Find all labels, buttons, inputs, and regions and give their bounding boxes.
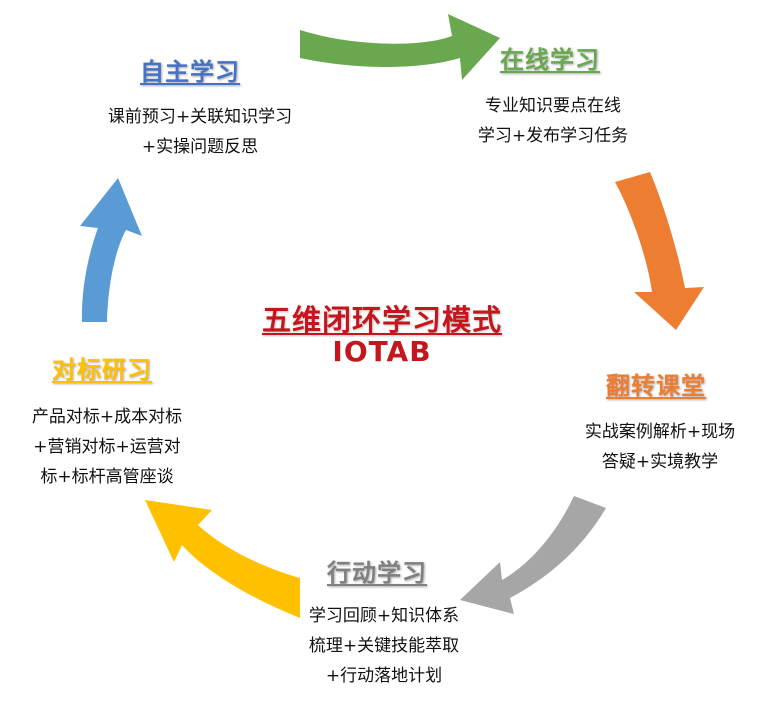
stage-flip-line: 实战案例解析+现场 (584, 422, 736, 442)
stage-online-line: 学习+发布学习任务 (477, 126, 629, 146)
stage-benchmark-line: 标+标杆高管座谈 (40, 467, 174, 487)
stage-action-desc: 学习回顾+知识体系 梳理+关键技能萃取 +行动落地计划 (296, 601, 472, 691)
stage-flip-title: 翻转课堂 (606, 372, 706, 400)
arrow-online-to-flip (615, 172, 704, 330)
stage-benchmark-desc: 产品对标+成本对标 +营销对标+运营对 标+标杆高管座谈 (20, 402, 194, 492)
stage-action-line: 梳理+关键技能萃取 (308, 636, 460, 656)
stage-self-desc: 课前预习+关联知识学习 +实操问题反思 (90, 102, 310, 162)
arrow-action-to-benchmark (145, 500, 300, 618)
stage-action-title: 行动学习 (327, 559, 427, 587)
stage-flip-desc: 实战案例解析+现场 答疑+实境教学 (572, 417, 748, 477)
arrow-self-to-online (300, 14, 500, 80)
stage-benchmark-line: 产品对标+成本对标 (31, 407, 183, 427)
stage-online-line: 专业知识要点在线 (485, 96, 621, 116)
stage-online-desc: 专业知识要点在线 学习+发布学习任务 (468, 91, 638, 151)
stage-online-title: 在线学习 (500, 46, 600, 74)
stage-benchmark-line: +营销对标+运营对 (33, 437, 181, 457)
center-title: 五维闭环学习模式 (261, 303, 502, 337)
stage-action-line: 学习回顾+知识体系 (308, 606, 460, 626)
stage-self-line: 课前预习+关联知识学习 (107, 107, 293, 127)
center-subtitle: IOTAB (332, 335, 432, 368)
stage-self-title: 自主学习 (140, 58, 240, 86)
stage-action-line: +行动落地计划 (325, 666, 443, 686)
stage-flip-line: 答疑+实境教学 (601, 452, 719, 472)
arrow-flip-to-action (460, 496, 606, 614)
stage-self-line: +实操问题反思 (141, 137, 259, 157)
arrow-benchmark-to-self (80, 178, 142, 322)
stage-benchmark-title: 对标研习 (52, 356, 152, 384)
